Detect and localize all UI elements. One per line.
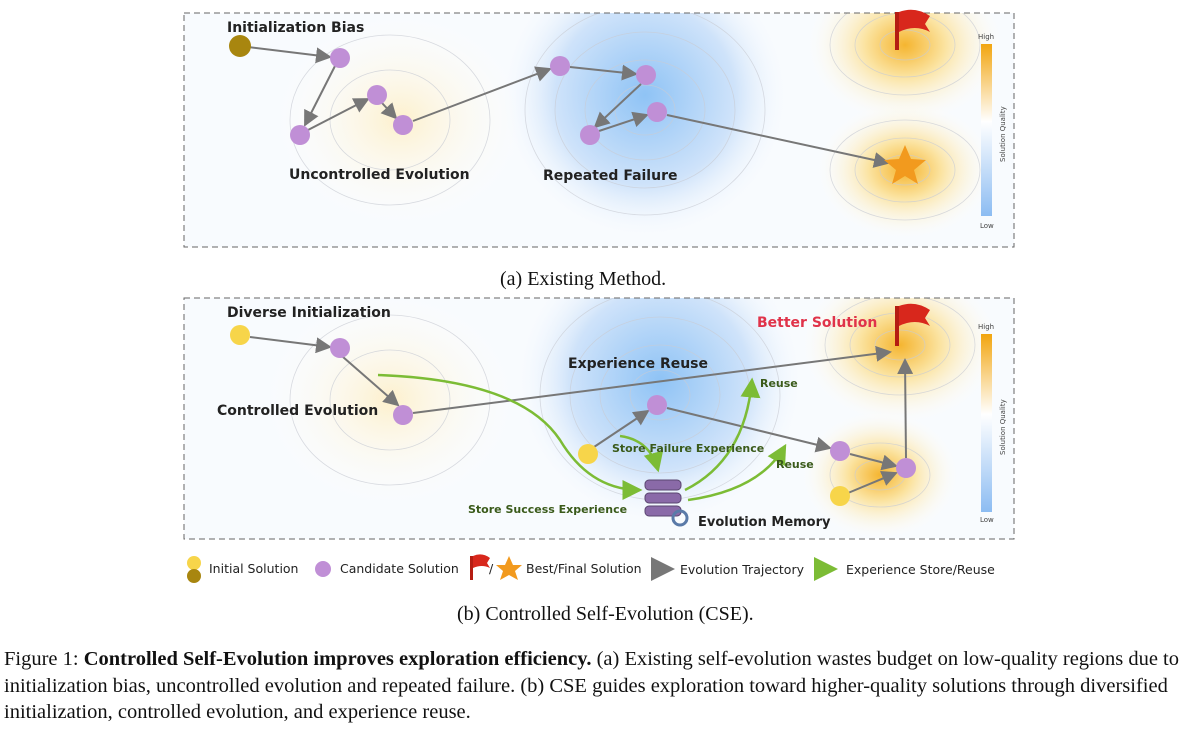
- panel-a: Initialization Bias Uncontrolled Evoluti…: [183, 9, 1015, 290]
- trajectory-b: [249, 336, 914, 494]
- label-initialization-bias: Initialization Bias: [227, 20, 364, 36]
- star-icon: [884, 145, 926, 184]
- panel-b: Diverse Initialization Controlled Evolut…: [183, 297, 1015, 540]
- star-icon: [496, 556, 522, 580]
- flag-icon: [895, 9, 930, 50]
- svg-text:Solution Quality: Solution Quality: [999, 106, 1007, 162]
- svg-text:Solution Quality: Solution Quality: [999, 399, 1007, 455]
- database-icon: [644, 479, 689, 527]
- svg-text:Low: Low: [980, 516, 994, 524]
- svg-text:High: High: [978, 33, 994, 41]
- figure-label: Figure 1:: [4, 648, 84, 670]
- label-reuse: Reuse: [760, 377, 798, 390]
- caption-a: (a) Existing Method.: [500, 268, 666, 290]
- trajectory-a: [239, 45, 890, 168]
- label-controlled-evolution: Controlled Evolution: [217, 403, 378, 419]
- candidate-solutions-b: [330, 338, 916, 478]
- label-experience-reuse: Experience Reuse: [568, 356, 708, 372]
- svg-text:Candidate Solution: Candidate Solution: [340, 561, 459, 576]
- legend: Initial Solution Candidate Solution / Be…: [187, 554, 995, 583]
- svg-text:Best/Final Solution: Best/Final Solution: [526, 561, 642, 576]
- experience-arrows: [377, 373, 787, 502]
- figure-caption-title: Controlled Self-Evolution improves explo…: [83, 648, 592, 670]
- label-better-solution: Better Solution: [757, 315, 877, 331]
- flag-icon: [470, 554, 490, 580]
- figure-caption-text: (a) Existing self-evolution wastes budge…: [4, 648, 1180, 723]
- caption-b: (b) Controlled Self-Evolution (CSE).: [457, 603, 754, 625]
- figure-caption: Figure 1: Controlled Self-Evolution impr…: [4, 646, 1200, 726]
- svg-text:Evolution Trajectory: Evolution Trajectory: [680, 562, 805, 577]
- label-store-failure: Store Failure Experience: [612, 442, 764, 455]
- initial-solution: [230, 325, 250, 345]
- svg-text:Initial Solution: Initial Solution: [209, 561, 298, 576]
- flag-icon: [895, 303, 930, 346]
- figure: Initialization Bias Uncontrolled Evoluti…: [183, 9, 1015, 625]
- label-diverse-initialization: Diverse Initialization: [227, 305, 391, 321]
- svg-text:High: High: [978, 323, 994, 331]
- svg-text:/: /: [489, 561, 494, 576]
- initial-solution: [578, 444, 598, 464]
- svg-text:Low: Low: [980, 222, 994, 230]
- panel-b-border: [183, 297, 1015, 540]
- colorbar-b: High Low Solution Quality: [978, 323, 1007, 524]
- label-uncontrolled-evolution: Uncontrolled Evolution: [289, 167, 470, 183]
- candidate-solutions-a: [290, 48, 667, 145]
- colorbar-a: High Low Solution Quality: [978, 33, 1007, 230]
- panel-a-border: [183, 12, 1015, 248]
- label-evolution-memory: Evolution Memory: [698, 515, 831, 530]
- label-store-success: Store Success Experience: [468, 503, 627, 516]
- label-reuse: Reuse: [776, 458, 814, 471]
- initial-solution: [830, 486, 850, 506]
- label-repeated-failure: Repeated Failure: [543, 168, 677, 184]
- landscape-b: [184, 298, 1014, 539]
- svg-text:Experience Store/Reuse: Experience Store/Reuse: [846, 562, 995, 577]
- initial-solution: [229, 35, 251, 57]
